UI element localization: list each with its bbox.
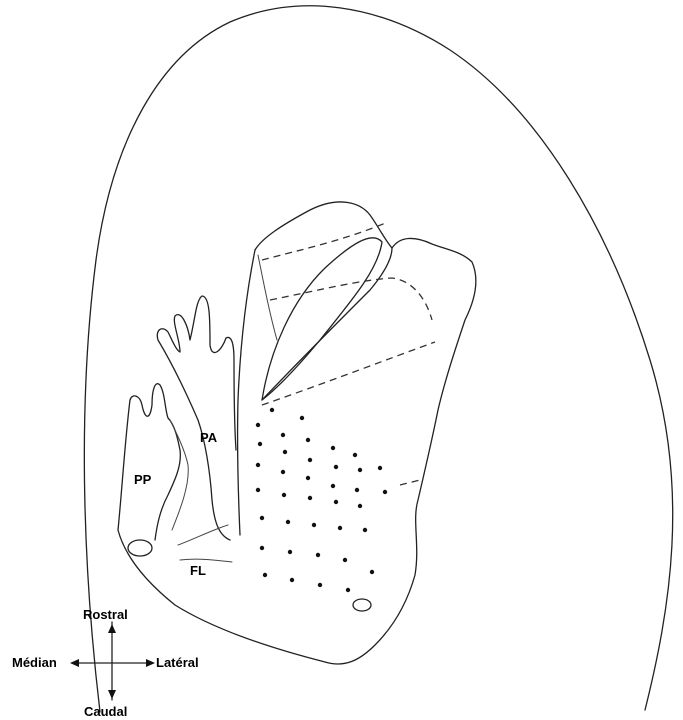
label-fl: FL: [190, 563, 206, 578]
field-dot: [281, 470, 285, 474]
field-dot: [346, 588, 350, 592]
field-dot: [343, 558, 347, 562]
fl-region-curve-2: [180, 559, 232, 562]
field-dot: [282, 493, 286, 497]
field-dot: [260, 546, 264, 550]
bottom-right-node: [353, 599, 371, 611]
field-dot: [308, 458, 312, 462]
field-dot: [363, 528, 367, 532]
field-dot: [355, 488, 359, 492]
field-dot: [338, 526, 342, 530]
field-dot: [286, 520, 290, 524]
field-dot: [270, 408, 274, 412]
bottom-left-node: [128, 540, 152, 556]
lobe-vein: [258, 255, 277, 340]
field-dot: [283, 450, 287, 454]
upper-lobe-inner: [262, 238, 382, 400]
dashed-boundary-mid: [270, 278, 432, 320]
field-dot: [258, 442, 262, 446]
arrow-left-icon: [70, 659, 79, 667]
field-dot: [306, 476, 310, 480]
field-dot: [312, 523, 316, 527]
field-dot: [358, 504, 362, 508]
dashed-boundary-side: [400, 480, 420, 485]
field-dot: [256, 488, 260, 492]
upper-lobe-left: [238, 250, 255, 535]
arrow-up-icon: [108, 624, 116, 633]
field-dot: [300, 416, 304, 420]
cortex-body-outline: [118, 202, 476, 664]
field-dot: [316, 553, 320, 557]
field-dot: [290, 578, 294, 582]
field-dot: [331, 484, 335, 488]
upper-lobe-right: [262, 248, 392, 400]
field-dot: [256, 423, 260, 427]
field-dot: [353, 453, 357, 457]
field-dot: [358, 468, 362, 472]
arrow-right-icon: [146, 659, 155, 667]
label-median: Médian: [12, 655, 57, 670]
foot-outline-pp: [130, 384, 180, 540]
label-pa: PA: [200, 430, 218, 445]
field-dot: [334, 500, 338, 504]
arrow-down-icon: [108, 690, 116, 699]
label-rostral: Rostral: [83, 607, 128, 622]
hemisphere-outline: [84, 6, 672, 712]
field-dot: [281, 433, 285, 437]
dotted-field: [256, 408, 387, 592]
field-dot: [308, 496, 312, 500]
field-dot: [378, 466, 382, 470]
field-dot: [331, 446, 335, 450]
label-lateral: Latéral: [156, 655, 199, 670]
field-dot: [260, 516, 264, 520]
foot-inner-line: [170, 420, 188, 530]
field-dot: [370, 570, 374, 574]
hand-outline-pa: [157, 296, 236, 540]
field-dot: [334, 465, 338, 469]
orientation-compass: [70, 622, 155, 700]
fl-region-curve: [178, 525, 228, 545]
field-dot: [288, 550, 292, 554]
field-dot: [263, 573, 267, 577]
field-dot: [256, 463, 260, 467]
label-caudal: Caudal: [84, 704, 127, 719]
field-dot: [318, 583, 322, 587]
field-dot: [383, 490, 387, 494]
label-pp: PP: [134, 472, 152, 487]
field-dot: [306, 438, 310, 442]
